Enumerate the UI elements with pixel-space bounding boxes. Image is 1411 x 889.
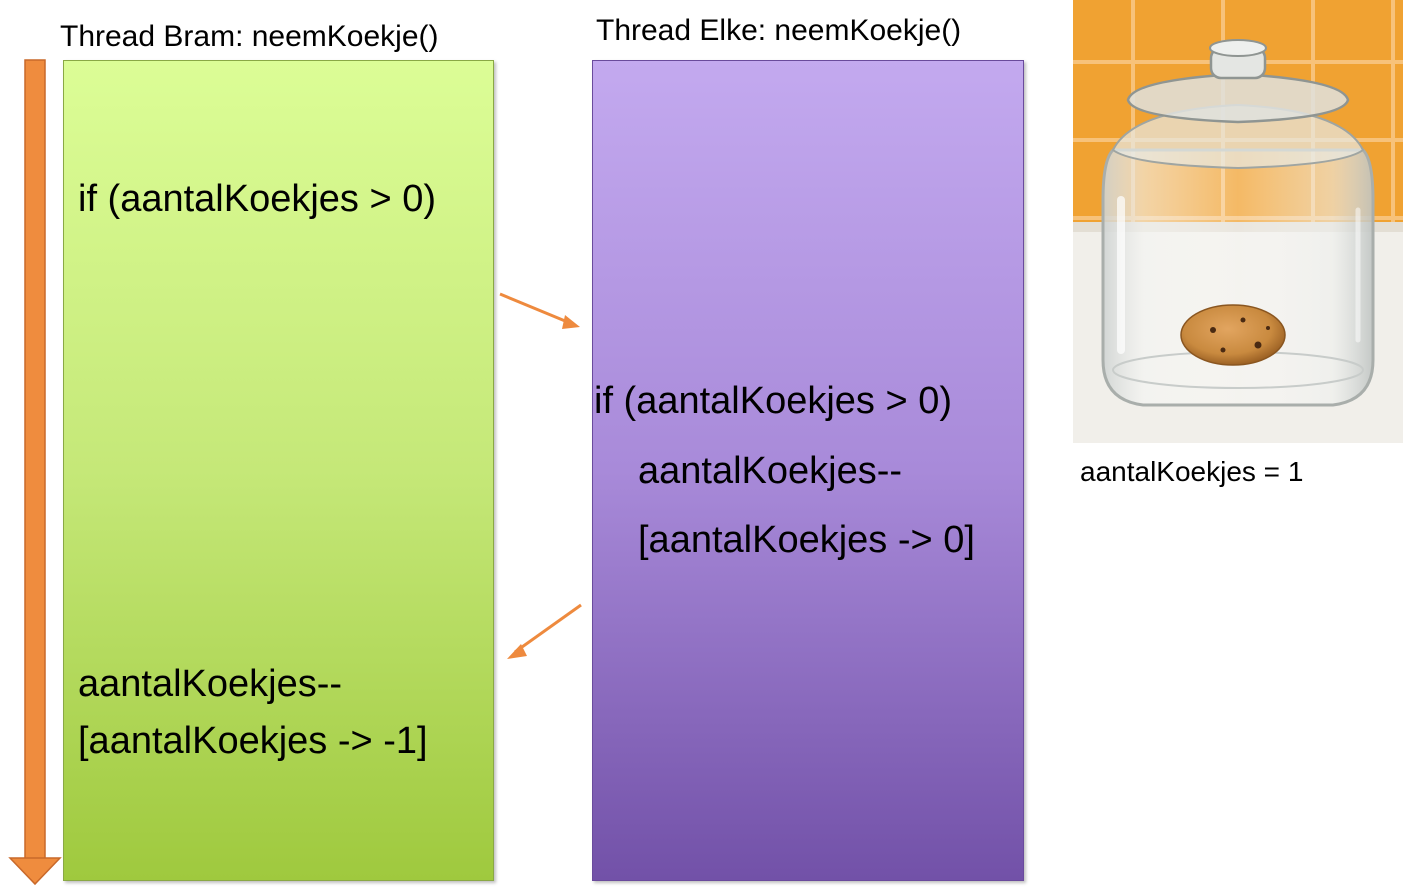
elke-code-line: aantalKoekjes-- [638, 450, 903, 492]
thread-elke-title: Thread Elke: neemKoekje() [596, 14, 962, 47]
bram-code-line: aantalKoekjes-- [78, 663, 343, 705]
bram-code-line: if (aantalKoekjes > 0) [78, 178, 437, 220]
thread-elke-panel [592, 60, 1024, 881]
jar-caption: aantalKoekjes = 1 [1080, 456, 1304, 487]
switch-arrow-to-elke [499, 292, 580, 329]
bram-code-line: [aantalKoekjes -> -1] [78, 720, 428, 762]
elke-code-line: if (aantalKoekjes > 0) [594, 380, 953, 422]
thread-bram-panel [63, 60, 494, 881]
switch-arrow-to-bram [507, 603, 582, 659]
thread-bram-title: Thread Bram: neemKoekje() [60, 20, 439, 53]
time-arrow [8, 59, 62, 886]
cookie-jar-image [1073, 0, 1403, 443]
elke-code-line: [aantalKoekjes -> 0] [638, 519, 975, 561]
